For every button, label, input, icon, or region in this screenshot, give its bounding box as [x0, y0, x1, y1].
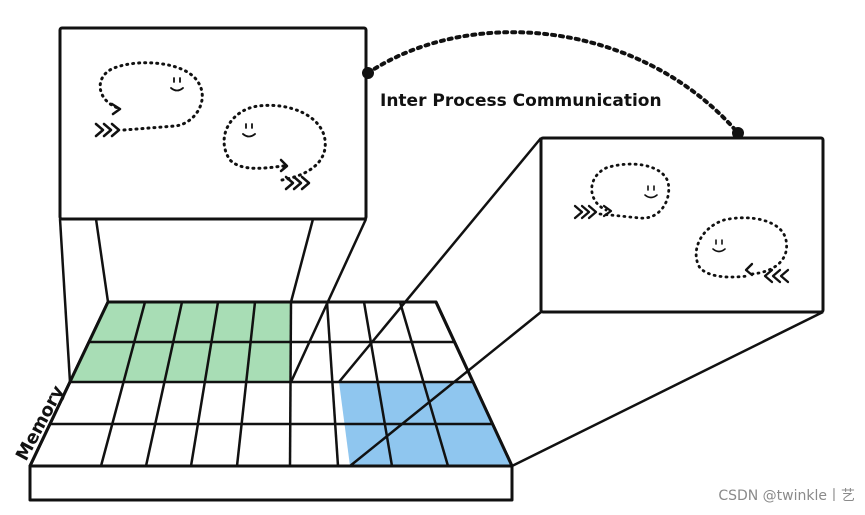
memory-grid-rows [50, 340, 493, 426]
memory-front-face [28, 464, 514, 502]
process-a-projection [58, 218, 368, 383]
process-a-box [58, 26, 368, 221]
process-b-box [539, 136, 825, 314]
smiley-icon [170, 77, 256, 138]
ipc-endpoint-dot [732, 127, 744, 139]
thread-arrow-icon [573, 204, 790, 284]
thread-loop-icon [590, 162, 788, 279]
thread-arrow-icon [94, 102, 311, 191]
process-b-projection [338, 137, 824, 468]
ipc-endpoint-dot [362, 67, 374, 79]
thread-loop-icon [98, 61, 327, 182]
memory-block: Memory [12, 300, 514, 502]
memory-grid-columns [99, 301, 450, 467]
ipc-connector: Inter Process Communication [362, 30, 744, 139]
smiley-icon [644, 185, 726, 253]
watermark: CSDN @twinkle丨艺 [718, 488, 855, 504]
ipc-label: Inter Process Communication [380, 91, 662, 111]
